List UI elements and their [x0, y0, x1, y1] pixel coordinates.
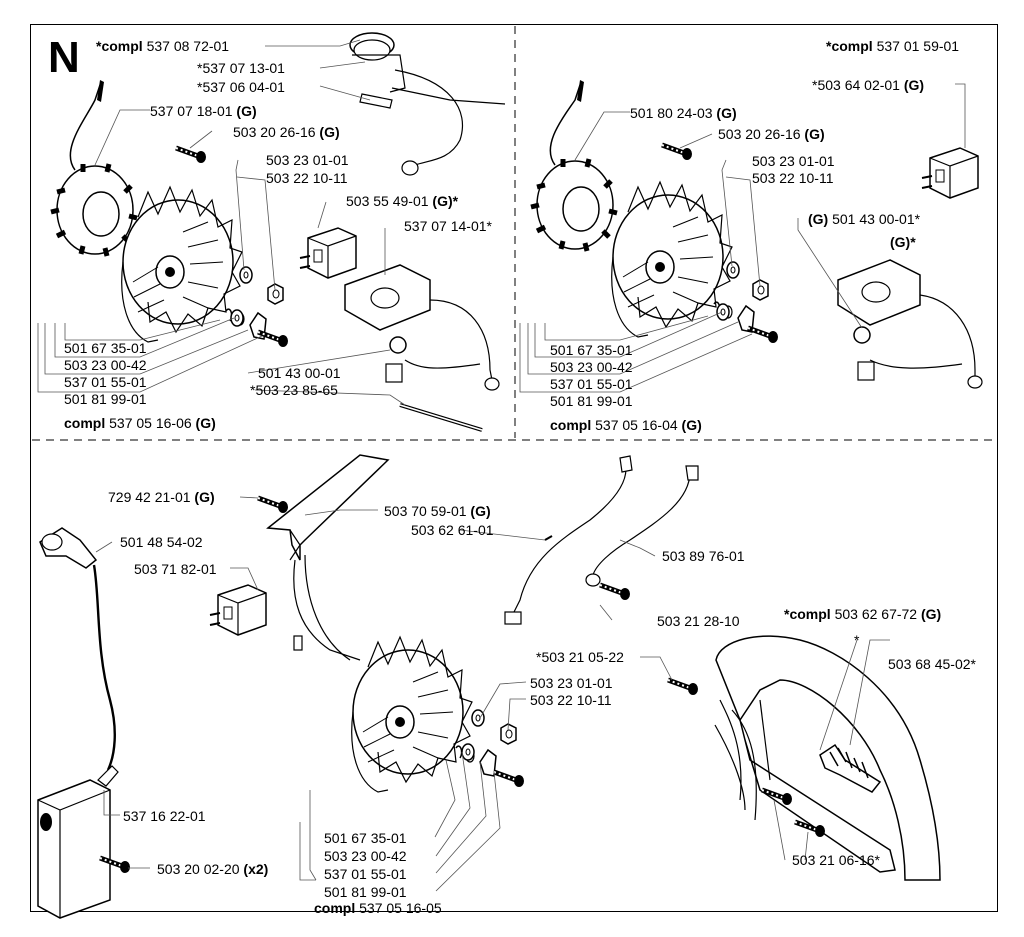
part-tag: (G): [319, 124, 340, 140]
top-left-compl-bottom: compl 537 05 16-06 (G): [64, 415, 216, 431]
part-label: 501 67 35-01: [324, 830, 407, 846]
panel-letter: N: [48, 33, 80, 82]
part-tag: (x2): [243, 861, 269, 877]
part-label: 503 23 00-42: [324, 848, 407, 864]
part-number: 503 55 49-01: [346, 193, 429, 209]
part-label: *503 64 02-01 (G): [812, 77, 924, 93]
part-label: 503 23 01-01: [752, 153, 835, 169]
compl-number: 537 08 72-01: [146, 38, 230, 54]
part-label: 503 22 10-11: [752, 170, 834, 186]
part-label: 501 80 24-03 (G): [630, 105, 737, 121]
compl-tag: (G): [921, 606, 942, 622]
compl-number: 537 05 16-04: [595, 417, 678, 433]
part-label: 503 22 10-11: [530, 692, 612, 708]
part-number: 501 43 00-01*: [832, 211, 921, 227]
part-tag: (G)*: [890, 234, 916, 250]
diagram-frame: [30, 24, 998, 912]
part-label: 503 89 76-01: [662, 548, 745, 564]
compl-prefix: compl: [550, 417, 592, 433]
compl-number: 537 01 59-01: [876, 38, 960, 54]
part-number: 503 70 59-01: [384, 503, 467, 519]
part-number: 503 20 26-16: [718, 126, 801, 142]
part-tag: (G): [236, 103, 257, 119]
part-tag: (G)*: [432, 193, 459, 209]
part-tag: (G): [808, 211, 829, 227]
part-tag: (G): [194, 489, 215, 505]
part-label: 503 20 26-16 (G): [718, 126, 825, 142]
part-label: *537 07 13-01: [197, 60, 285, 76]
top-right-compl-title: *compl 537 01 59-01: [826, 38, 959, 54]
part-tag: (G): [716, 105, 737, 121]
part-tag: (G): [470, 503, 491, 519]
part-label: 503 68 45-02*: [888, 656, 976, 672]
part-number: 537 07 18-01: [150, 103, 233, 119]
compl-tag: (G): [681, 417, 702, 433]
compl-prefix: *compl: [96, 38, 143, 54]
compl-number: 537 05 16-05: [359, 900, 442, 916]
part-label: 501 81 99-01: [550, 393, 633, 409]
part-label: (G) 501 43 00-01*: [808, 211, 920, 227]
part-label: *503 21 05-22: [536, 649, 624, 665]
part-label: 501 43 00-01: [258, 365, 341, 381]
part-label: 503 62 61-01: [411, 522, 494, 538]
part-label: *: [854, 632, 860, 648]
part-label: 537 07 14-01*: [404, 218, 492, 234]
part-label: 537 01 55-01: [324, 866, 407, 882]
top-left-compl-title: *compl 537 08 72-01: [96, 38, 229, 54]
part-number: 503 20 26-16: [233, 124, 316, 140]
part-label: 503 55 49-01 (G)*: [346, 193, 458, 209]
part-number: 501 80 24-03: [630, 105, 713, 121]
compl-prefix: compl: [314, 900, 356, 916]
compl-number: 503 62 67-72: [834, 606, 918, 622]
part-label: 503 22 10-11: [266, 170, 348, 186]
part-label: 501 48 54-02: [120, 534, 203, 550]
part-label: 501 67 35-01: [64, 340, 147, 356]
part-label: *503 23 85-65: [250, 382, 338, 398]
part-number: 503 20 02-20: [157, 861, 240, 877]
part-label: 503 20 26-16 (G): [233, 124, 340, 140]
part-label: 537 01 55-01: [64, 374, 147, 390]
part-label: 503 21 28-10: [657, 613, 740, 629]
bottom-compl-title: *compl 503 62 67-72 (G): [784, 606, 941, 622]
part-label: *537 06 04-01: [197, 79, 285, 95]
part-label: 503 70 59-01 (G): [384, 503, 491, 519]
part-tag: (G): [804, 126, 825, 142]
part-label: (G)*: [890, 234, 916, 250]
part-label: 503 23 00-42: [550, 359, 633, 375]
compl-tag: (G): [195, 415, 216, 431]
part-label: 503 21 06-16*: [792, 852, 880, 868]
part-label: 503 71 82-01: [134, 561, 217, 577]
part-label: 503 23 01-01: [530, 675, 613, 691]
part-label: 503 20 02-20 (x2): [157, 861, 268, 877]
part-label: 501 81 99-01: [324, 884, 407, 900]
part-label: 537 01 55-01: [550, 376, 633, 392]
part-label: 501 67 35-01: [550, 342, 633, 358]
top-right-compl-bottom: compl 537 05 16-04 (G): [550, 417, 702, 433]
compl-prefix: *compl: [826, 38, 873, 54]
part-label: 537 16 22-01: [123, 808, 206, 824]
compl-prefix: *compl: [784, 606, 831, 622]
part-tag: (G): [903, 77, 925, 93]
compl-number: 537 05 16-06: [109, 415, 192, 431]
bottom-compl-bottom: compl 537 05 16-05: [314, 900, 442, 916]
part-label: 501 81 99-01: [64, 391, 147, 407]
part-number: 729 42 21-01: [108, 489, 191, 505]
part-label: 503 23 00-42: [64, 357, 147, 373]
part-number: *503 64 02-01: [812, 77, 900, 93]
part-label: 503 23 01-01: [266, 152, 349, 168]
part-label: 729 42 21-01 (G): [108, 489, 215, 505]
compl-prefix: compl: [64, 415, 106, 431]
part-label: 537 07 18-01 (G): [150, 103, 257, 119]
